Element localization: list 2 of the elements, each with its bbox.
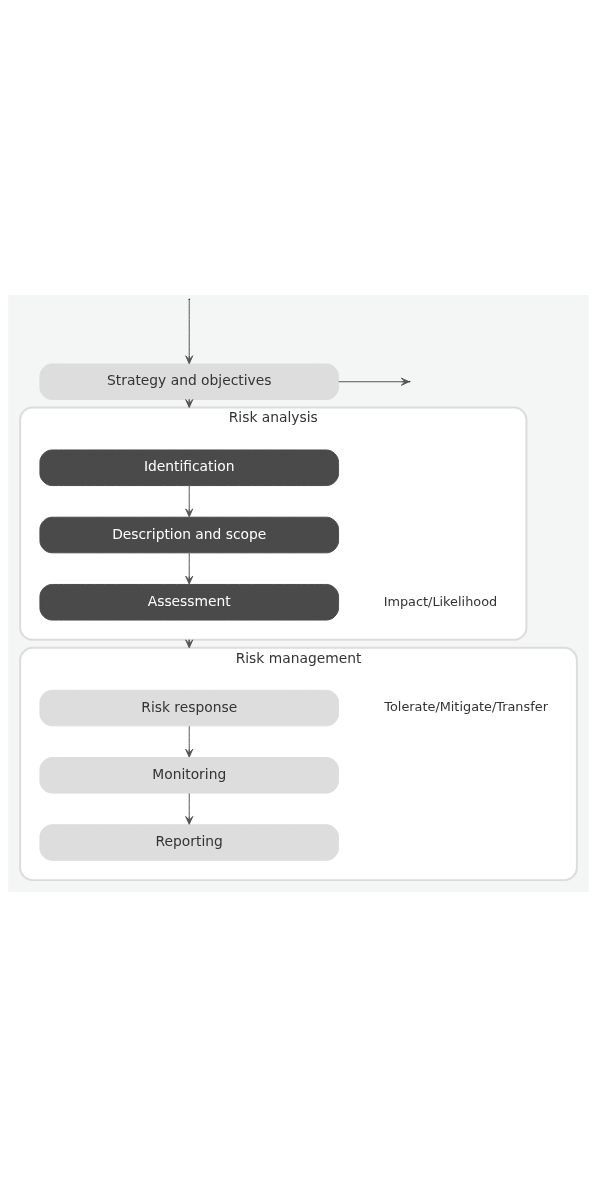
node-label: Tolerate/Mitigate/Transfer [384,699,548,715]
node-label: Impact/Likelihood [383,593,498,609]
